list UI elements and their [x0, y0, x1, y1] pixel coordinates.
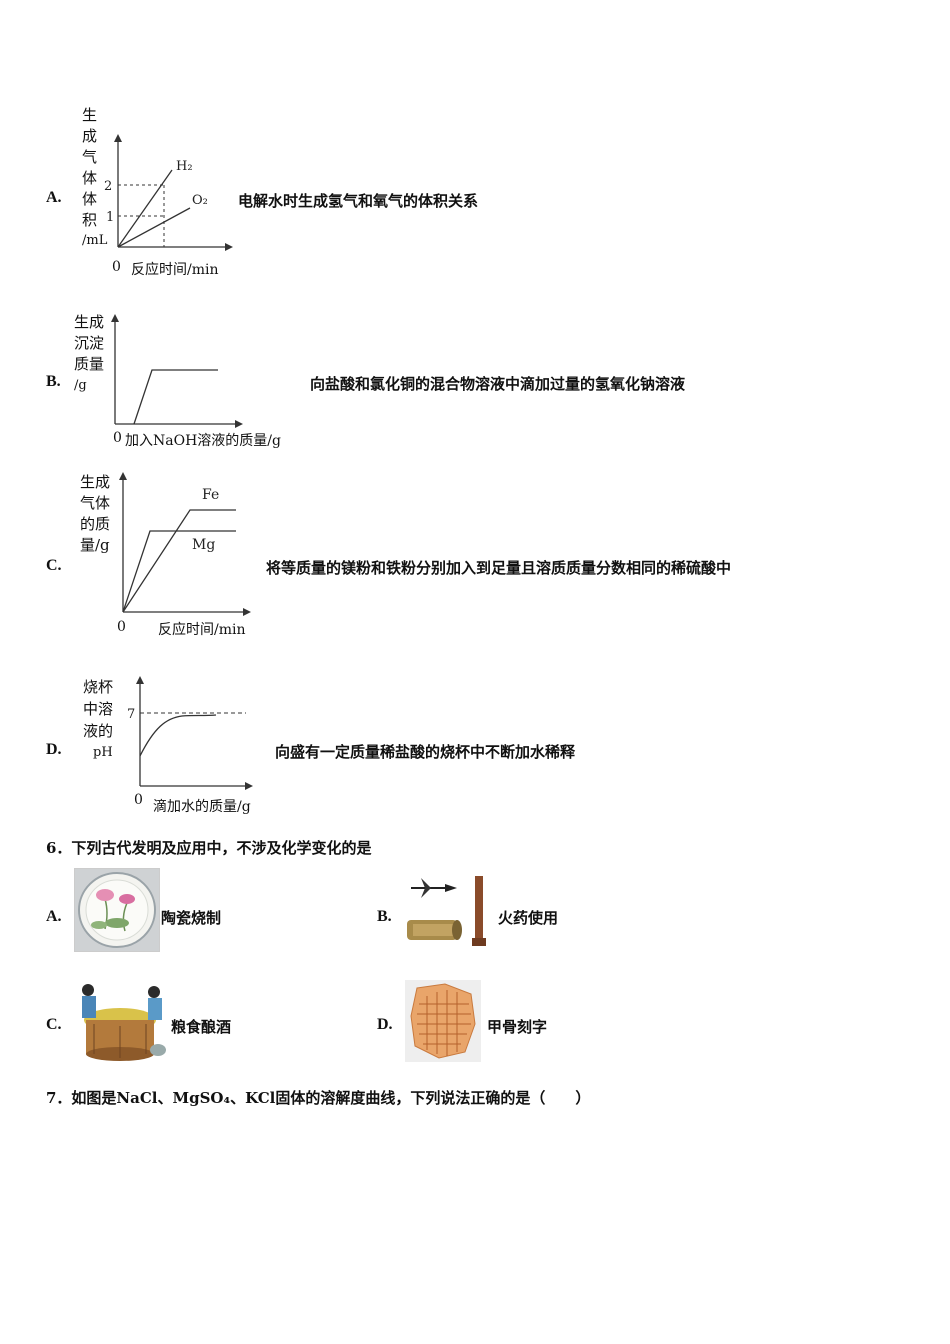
question-7-stem: 7．如图是NaCl、MgSO₄、KCl固体的溶解度曲线，下列说法正确的是（ ） — [46, 1089, 591, 1107]
option-letter-d: D. — [46, 741, 62, 758]
q6-option-a-label: 陶瓷烧制 — [161, 909, 222, 927]
porcelain-plate-image — [74, 868, 160, 952]
q6-option-c-label: 粮食酿酒 — [171, 1018, 232, 1036]
chart-c-plot: Fe Mg — [119, 472, 251, 616]
y-label-line: 沉淀 — [74, 334, 105, 352]
series-label-fe: Fe — [202, 487, 219, 503]
y-label-line: 中溶 — [83, 700, 114, 718]
q6-option-b-label: 火药使用 — [498, 909, 559, 927]
x-axis-arrow — [225, 243, 233, 251]
ph-curve — [139, 714, 217, 757]
option-a-description: 电解水时生成氢气和氧气的体积关系 — [238, 192, 479, 210]
tick-label: 1 — [106, 210, 114, 225]
y-label-line: /g — [74, 378, 87, 393]
q6-option-letter-a: A. — [46, 908, 62, 925]
y-axis-arrow — [136, 676, 144, 684]
x-axis-arrow — [245, 782, 253, 790]
y-label-line: 生成 — [80, 473, 111, 491]
y-label-char: 体 — [82, 190, 98, 208]
series-label-h2: H₂ — [176, 159, 193, 174]
oracle-bone-image — [405, 980, 481, 1062]
series-h2-line — [117, 169, 173, 248]
y-label-char: 气 — [82, 148, 98, 166]
gunpowder-rocket-image — [407, 876, 486, 946]
y-label-line: pH — [93, 745, 113, 760]
y-axis-arrow — [119, 472, 127, 480]
q6-option-letter-b: B. — [377, 908, 392, 925]
chart-c-origin: 0 — [117, 619, 126, 635]
chart-d-plot: 7 — [127, 676, 253, 790]
option-b-description: 向盐酸和氯化铜的混合物溶液中滴加过量的氢氧化钠溶液 — [310, 375, 686, 393]
chart-c-y-label: 生成 气体 的质 量/g — [80, 472, 110, 556]
option-d-description: 向盛有一定质量稀盐酸的烧杯中不断加水稀释 — [275, 743, 576, 761]
chart-b-plot — [111, 314, 243, 428]
option-letter-b: B. — [46, 373, 61, 390]
y-label-line: 质量 — [74, 355, 105, 373]
y-axis-arrow — [111, 314, 119, 322]
question-6-stem: 6．下列古代发明及应用中，不涉及化学变化的是 — [46, 839, 372, 857]
chart-a-x-label: 反应时间/min — [131, 262, 219, 278]
x-axis-arrow — [235, 420, 243, 428]
y-axis-arrow — [114, 134, 122, 142]
option-letter-a: A. — [46, 189, 62, 206]
y-label-line: 气体 — [80, 494, 111, 512]
y-label-line: 的质 — [80, 515, 111, 533]
chart-b-y-label: 生成 沉淀 质量 /g — [74, 312, 104, 396]
y-label-char: 体 — [82, 169, 98, 187]
chart-a-y-label: 生 成 气 体 体 积 — [82, 105, 104, 231]
series-mg-line — [122, 530, 236, 613]
chart-c-x-label: 反应时间/min — [158, 622, 246, 638]
chart-d-y-label: 烧杯 中溶 液的 pH — [83, 676, 113, 763]
y-label-char: 积 — [82, 211, 98, 229]
chart-a-origin: 0 — [112, 259, 121, 275]
chart-a-y-unit: /mL — [82, 233, 108, 248]
series-fe-line — [122, 509, 236, 613]
y-label-char: 生 — [82, 106, 98, 124]
precipitate-curve — [133, 369, 218, 425]
q6-option-letter-c: C. — [46, 1016, 62, 1033]
q6-option-letter-d: D. — [377, 1016, 393, 1033]
chart-a-plot: 2 1 H₂ O₂ — [104, 134, 233, 251]
y-label-line: 烧杯 — [83, 678, 114, 696]
tick-label: 2 — [104, 179, 112, 194]
option-letter-c: C. — [46, 557, 62, 574]
y-label-line: 液的 — [83, 722, 114, 740]
chart-b-x-label: 加入NaOH溶液的质量/g — [125, 433, 281, 449]
y-label-line: 量/g — [80, 536, 110, 554]
series-o2-line — [117, 207, 191, 248]
option-c-description: 将等质量的镁粉和铁粉分别加入到足量且溶质质量分数相同的稀硫酸中 — [266, 559, 732, 577]
brewing-wine-image — [74, 980, 166, 1062]
q6-option-d-label: 甲骨刻字 — [487, 1018, 548, 1036]
x-axis-arrow — [243, 608, 251, 616]
series-label-o2: O₂ — [192, 193, 208, 208]
tick-label-7: 7 — [127, 707, 135, 722]
series-label-mg: Mg — [192, 537, 215, 553]
chart-b-origin: 0 — [113, 430, 122, 446]
chart-d-x-label: 滴加水的质量/g — [153, 799, 251, 815]
chart-d-origin: 0 — [134, 792, 143, 808]
y-label-line: 生成 — [74, 313, 105, 331]
y-label-char: 成 — [82, 127, 98, 145]
